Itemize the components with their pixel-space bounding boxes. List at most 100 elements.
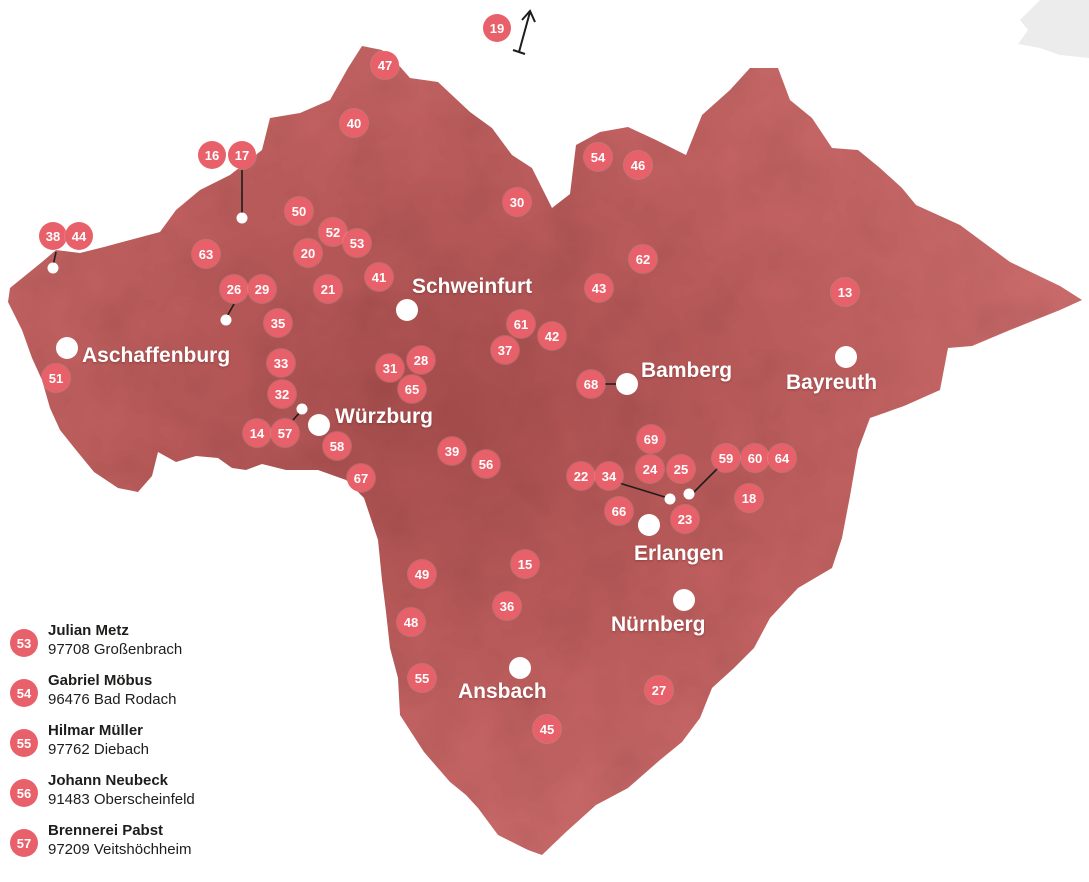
marker-13[interactable]: 13 xyxy=(831,278,859,306)
marker-32[interactable]: 32 xyxy=(268,380,296,408)
legend-place: 91483 Oberscheinfeld xyxy=(48,791,195,808)
marker-58[interactable]: 58 xyxy=(323,432,351,460)
marker-14[interactable]: 14 xyxy=(243,419,271,447)
city-label-aschaffenburg: Aschaffenburg xyxy=(82,344,231,367)
location-point xyxy=(296,403,308,415)
legend-marker: 57 xyxy=(10,829,38,857)
marker-42[interactable]: 42 xyxy=(538,322,566,350)
marker-41[interactable]: 41 xyxy=(365,263,393,291)
marker-25[interactable]: 25 xyxy=(667,455,695,483)
marker-45[interactable]: 45 xyxy=(533,715,561,743)
city-dot-bayreuth xyxy=(835,346,857,368)
bavaria-inset-map-icon xyxy=(1018,0,1089,58)
marker-69[interactable]: 69 xyxy=(637,425,665,453)
marker-47[interactable]: 47 xyxy=(371,51,399,79)
legend-place: 97762 Diebach xyxy=(48,741,149,758)
marker-39[interactable]: 39 xyxy=(438,437,466,465)
marker-44[interactable]: 44 xyxy=(65,222,93,250)
marker-17[interactable]: 17 xyxy=(228,141,256,169)
marker-68[interactable]: 68 xyxy=(577,370,605,398)
marker-57[interactable]: 57 xyxy=(271,419,299,447)
city-dot-w-rzburg xyxy=(308,414,330,436)
legend-marker: 56 xyxy=(10,779,38,807)
legend-name: Julian Metz xyxy=(48,622,129,639)
city-dot-erlangen xyxy=(638,514,660,536)
city-label-ansbach: Ansbach xyxy=(458,680,547,703)
marker-36[interactable]: 36 xyxy=(493,592,521,620)
marker-61[interactable]: 61 xyxy=(507,310,535,338)
legend-entry-55: 55 Hilmar Müller 97762 Diebach xyxy=(10,722,250,772)
city-dot-n-rnberg xyxy=(673,589,695,611)
marker-43[interactable]: 43 xyxy=(585,274,613,302)
marker-29[interactable]: 29 xyxy=(248,275,276,303)
location-point xyxy=(664,493,676,505)
location-point xyxy=(683,488,695,500)
marker-56[interactable]: 56 xyxy=(472,450,500,478)
marker-19[interactable]: 19 xyxy=(483,14,511,42)
legend-place: 97708 Großenbrach xyxy=(48,641,183,658)
city-label-erlangen: Erlangen xyxy=(634,542,724,565)
legend-marker: 55 xyxy=(10,729,38,757)
marker-22[interactable]: 22 xyxy=(567,462,595,490)
marker-52[interactable]: 52 xyxy=(319,218,347,246)
north-arrow-icon xyxy=(512,9,536,55)
marker-38[interactable]: 38 xyxy=(39,222,67,250)
marker-53[interactable]: 53 xyxy=(343,229,371,257)
marker-35[interactable]: 35 xyxy=(264,309,292,337)
marker-23[interactable]: 23 xyxy=(671,505,699,533)
marker-27[interactable]: 27 xyxy=(645,676,673,704)
legend-marker: 54 xyxy=(10,679,38,707)
marker-30[interactable]: 30 xyxy=(503,188,531,216)
marker-26[interactable]: 26 xyxy=(220,275,248,303)
marker-66[interactable]: 66 xyxy=(605,497,633,525)
city-label-schweinfurt: Schweinfurt xyxy=(412,275,533,298)
city-dot-bamberg xyxy=(616,373,638,395)
marker-50[interactable]: 50 xyxy=(285,197,313,225)
marker-37[interactable]: 37 xyxy=(491,336,519,364)
marker-46[interactable]: 46 xyxy=(624,151,652,179)
marker-18[interactable]: 18 xyxy=(735,484,763,512)
marker-31[interactable]: 31 xyxy=(376,354,404,382)
marker-40[interactable]: 40 xyxy=(340,109,368,137)
marker-51[interactable]: 51 xyxy=(42,364,70,392)
marker-62[interactable]: 62 xyxy=(629,245,657,273)
marker-65[interactable]: 65 xyxy=(398,375,426,403)
city-label-w-rzburg: Würzburg xyxy=(335,405,433,428)
marker-21[interactable]: 21 xyxy=(314,275,342,303)
marker-49[interactable]: 49 xyxy=(408,560,436,588)
city-dot-ansbach xyxy=(509,657,531,679)
marker-34[interactable]: 34 xyxy=(595,462,623,490)
marker-16[interactable]: 16 xyxy=(198,141,226,169)
legend-name: Hilmar Müller xyxy=(48,722,144,739)
marker-28[interactable]: 28 xyxy=(407,346,435,374)
marker-24[interactable]: 24 xyxy=(636,455,664,483)
marker-67[interactable]: 67 xyxy=(347,464,375,492)
marker-55[interactable]: 55 xyxy=(408,664,436,692)
legend-name: Brennerei Pabst xyxy=(48,822,164,839)
city-dot-aschaffenburg xyxy=(56,337,78,359)
legend-marker: 53 xyxy=(10,629,38,657)
marker-54[interactable]: 54 xyxy=(584,143,612,171)
city-dot-schweinfurt xyxy=(396,299,418,321)
marker-64[interactable]: 64 xyxy=(768,444,796,472)
location-point xyxy=(236,212,248,224)
legend-place: 96476 Bad Rodach xyxy=(48,691,177,708)
legend-entry-56: 56 Johann Neubeck 91483 Oberscheinfeld xyxy=(10,772,250,822)
city-label-bamberg: Bamberg xyxy=(641,359,733,382)
marker-60[interactable]: 60 xyxy=(741,444,769,472)
legend-name: Johann Neubeck xyxy=(48,772,169,789)
marker-48[interactable]: 48 xyxy=(397,608,425,636)
marker-20[interactable]: 20 xyxy=(294,239,322,267)
location-point xyxy=(47,262,59,274)
marker-33[interactable]: 33 xyxy=(267,349,295,377)
marker-15[interactable]: 15 xyxy=(511,550,539,578)
location-point xyxy=(220,314,232,326)
marker-59[interactable]: 59 xyxy=(712,444,740,472)
marker-63[interactable]: 63 xyxy=(192,240,220,268)
region-shape xyxy=(8,46,1082,855)
